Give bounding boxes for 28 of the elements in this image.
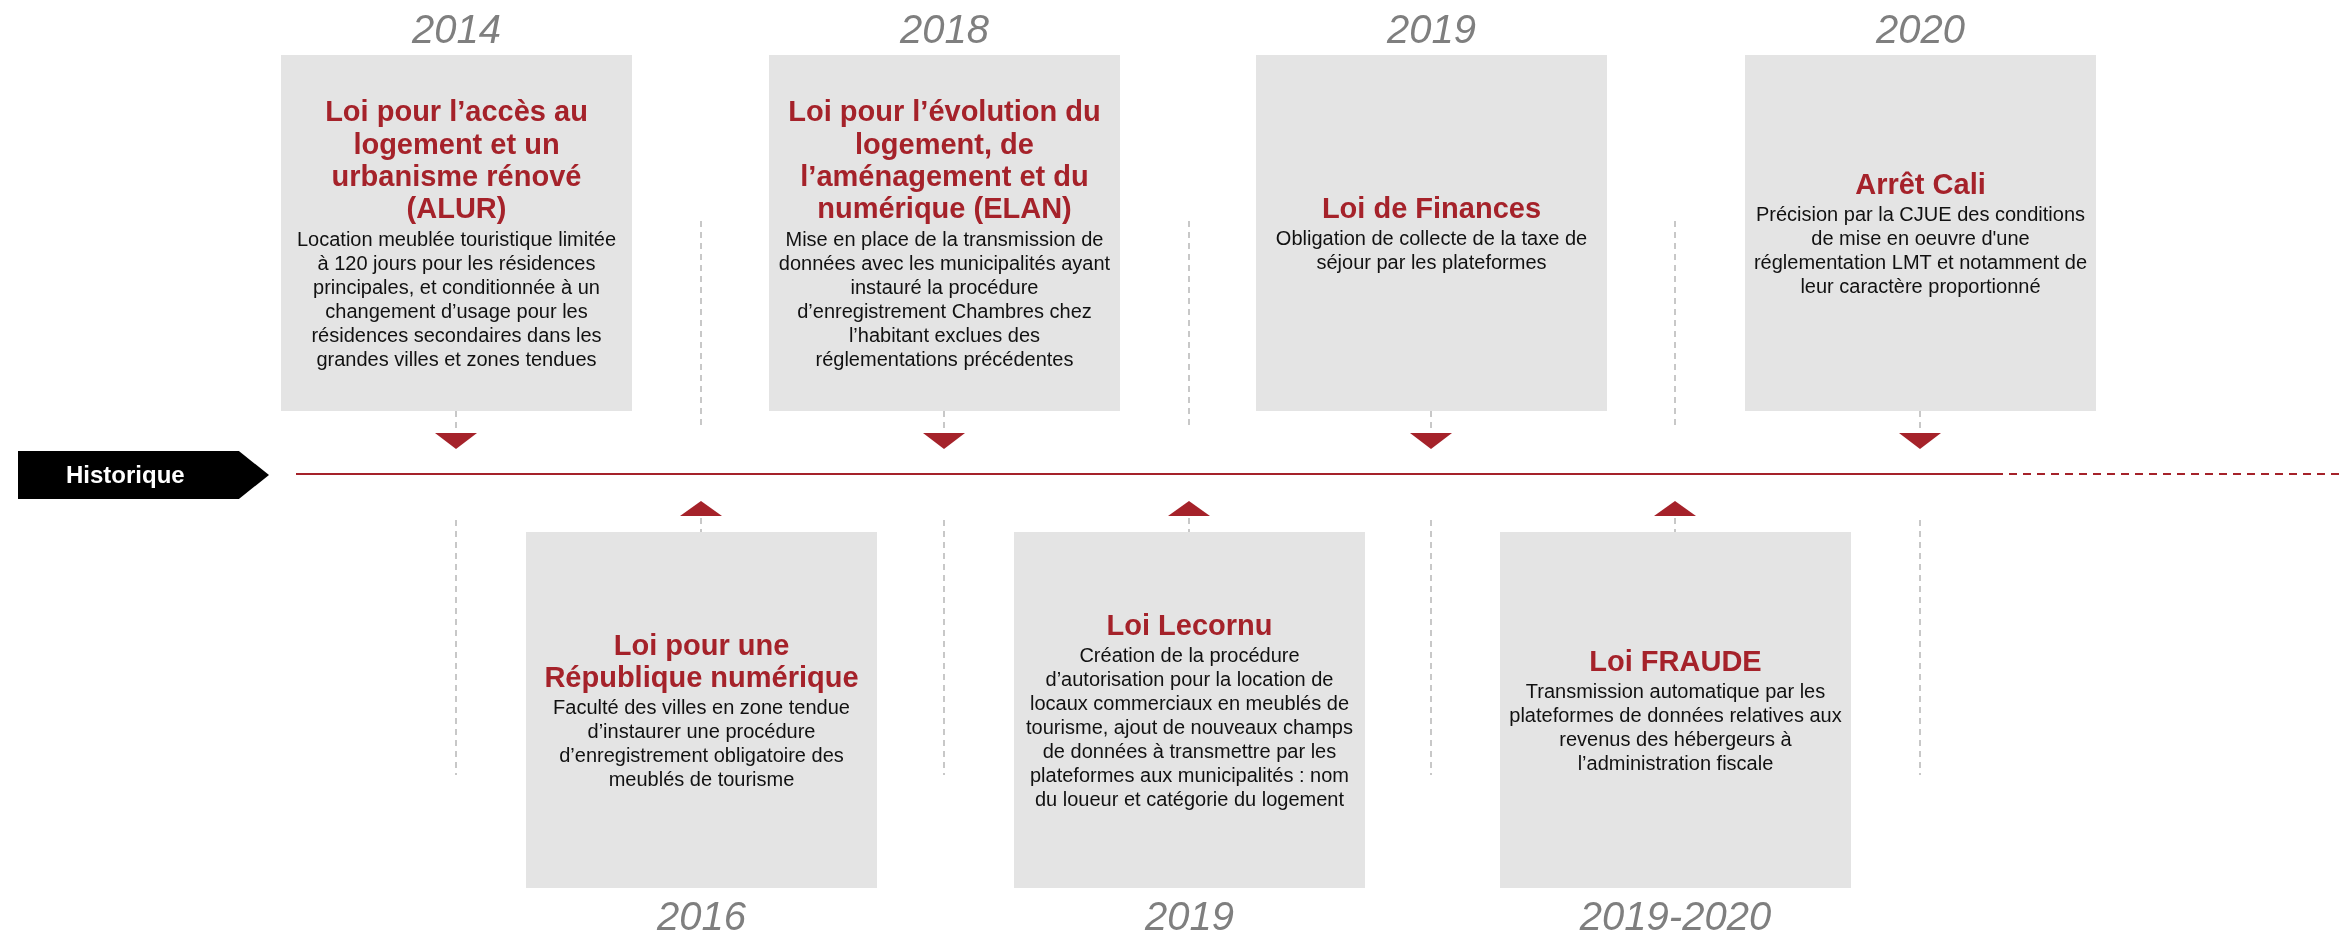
event-title: Loi de Finances (1321, 191, 1542, 225)
year-label: 2019-2020 (1578, 893, 1773, 935)
event-card (1014, 532, 1365, 888)
event-title: Arrêt Cali (1855, 167, 1986, 201)
event-description: Obligation de collecte de la taxe de séjour par les plateformes (1274, 226, 1589, 275)
event-title: Loi pour l’accès au logement et un urbanisme rénové (ALUR) (324, 95, 589, 225)
event-title: Loi pour une République numérique (543, 628, 860, 694)
event-title: Loi Lecornu (1106, 608, 1273, 642)
year-label: 2018 (899, 6, 990, 52)
event-card (1256, 55, 1607, 411)
event-card (769, 55, 1120, 411)
event-description: Location meublée touristique limitée à 120 jours pour les résidences principales, et conditionnée à un changement d’usage pour les résidences secondaires dans les grandes villes et zones tendues (295, 226, 618, 371)
event-card (526, 532, 877, 888)
event-description: Précision par la CJUE des conditions de mise en oeuvre d'une réglementation LMT et notamment de leur caractère proportionné (1753, 202, 2088, 299)
event-title: Loi pour l’évolution du logement, de l’aménagement et du numérique (ELAN) (787, 95, 1102, 225)
year-label: 2016 (656, 893, 747, 935)
event-description: Création de la procédure d’autorisation pour la location de locaux commerciaux en meublés de tourisme, ajout de nouveaux champs de données à transmettre par les plateformes aux municipalités : nom du loueur et catégorie du logement (1025, 643, 1354, 812)
event-card (1745, 55, 2096, 411)
year-label: 2019 (1144, 893, 1235, 935)
event-description: Mise en place de la transmission de données avec les municipalités ayant instauré la procédure d’enregistrement Chambres chez l’habitant exclues des réglementations précédentes (777, 226, 1112, 371)
event-card (1500, 532, 1851, 888)
event-title: Loi FRAUDE (1589, 644, 1762, 678)
event-description: Faculté des villes en zone tendue d’instaurer une procédure d’enregistrement obligatoire des meublés de tourisme (552, 695, 851, 792)
year-label: 2020 (1875, 6, 1966, 52)
event-description: Transmission automatique par les plateformes de données relatives aux revenus des hébergeurs à l’administration fiscale (1508, 679, 1843, 776)
year-label: 2014 (411, 6, 502, 52)
year-label: 2019 (1386, 6, 1477, 52)
event-card (281, 55, 632, 411)
